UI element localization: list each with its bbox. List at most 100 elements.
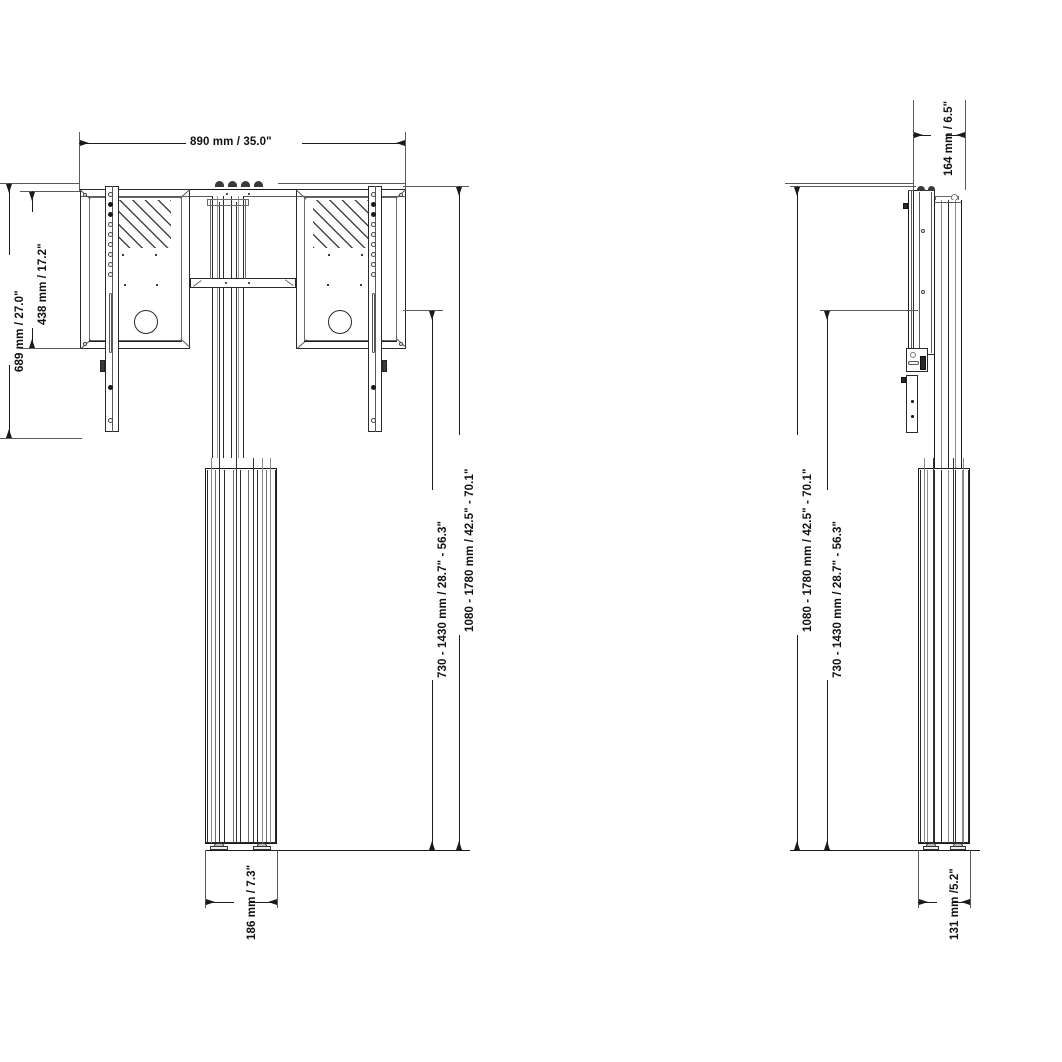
lower-column-left-edge bbox=[205, 468, 206, 843]
lower-column-top-edge bbox=[205, 468, 277, 469]
dim-label-height-lower-front: 730 - 1430 mm / 28.7" - 56.3" bbox=[437, 520, 449, 678]
side-top-boss-1 bbox=[917, 186, 925, 191]
right-plate-mark-1 bbox=[328, 254, 330, 256]
brace-hole-1 bbox=[225, 282, 227, 284]
lower-column-guide-3 bbox=[253, 458, 254, 843]
side-column-upper-left bbox=[934, 200, 935, 470]
left-rail-hole-11 bbox=[108, 418, 113, 423]
side-carriage-slot bbox=[908, 361, 919, 365]
side-arrow-right-131 bbox=[961, 899, 970, 905]
ext-line-right-186 bbox=[277, 850, 278, 908]
side-lower-guide-3 bbox=[924, 458, 925, 843]
right-plate-mark-2 bbox=[361, 254, 363, 256]
left-rail-tab bbox=[100, 360, 105, 372]
right-rail-tab bbox=[382, 360, 387, 372]
left-display-plate bbox=[80, 189, 190, 349]
ext-line-top-730 bbox=[403, 310, 443, 311]
right-rail-hole-3 bbox=[371, 212, 376, 217]
right-rail-hole-6 bbox=[371, 242, 376, 247]
top-boss-2 bbox=[228, 181, 237, 187]
side-lower-guide-2 bbox=[953, 458, 954, 843]
right-rail-hole-10 bbox=[371, 385, 376, 390]
arrow-bot-689 bbox=[6, 429, 12, 438]
side-column-lower-profile-b bbox=[941, 470, 969, 842]
dim-label-height-lower-side: 730 - 1430 mm / 28.7" - 56.3" bbox=[832, 520, 844, 678]
left-plate-hole-bl bbox=[83, 342, 87, 346]
side-ext-line-top-1080 bbox=[790, 186, 916, 187]
side-dim-label-bg-1080 bbox=[790, 435, 805, 635]
left-plate-hole-tl bbox=[83, 193, 87, 197]
right-rail-hole-11 bbox=[371, 418, 376, 423]
dim-label-bg-730 bbox=[425, 490, 440, 680]
right-plate-mark-4 bbox=[360, 284, 362, 286]
side-lower-left-edge bbox=[918, 468, 919, 843]
right-plate-bottom-flange bbox=[304, 341, 397, 342]
top-boss-4 bbox=[254, 181, 263, 187]
side-wall-rail-inner bbox=[911, 190, 912, 360]
side-rail-top-cap bbox=[908, 190, 914, 191]
left-rail-hole-9 bbox=[108, 272, 113, 277]
arrow-top-438 bbox=[29, 192, 35, 201]
side-arrow-bot-730 bbox=[824, 841, 830, 850]
side-lower-right-edge bbox=[969, 468, 970, 843]
lower-column-guide-5 bbox=[262, 458, 263, 843]
dim-label-height-total-front: 1080 - 1780 mm / 42.5" - 70.1" bbox=[464, 468, 476, 632]
dim-label-bg-1080 bbox=[452, 435, 467, 635]
side-arrow-bot-1080 bbox=[794, 841, 800, 850]
arrow-bot-438 bbox=[29, 339, 35, 348]
side-strip-hole-1 bbox=[911, 400, 914, 403]
side-lower-guide-1 bbox=[933, 458, 934, 843]
side-lower-top-edge bbox=[918, 468, 970, 469]
right-plate-hole-tr bbox=[399, 193, 403, 197]
right-rail-hole-8 bbox=[371, 262, 376, 267]
dim-label-bg-164 bbox=[931, 100, 946, 180]
lower-column-right-edge bbox=[276, 468, 277, 843]
top-boss-dot-1 bbox=[226, 193, 228, 195]
right-display-plate-inner bbox=[304, 197, 397, 341]
ext-line-bot-689 bbox=[0, 438, 82, 439]
ext-line-left-890 bbox=[79, 132, 80, 192]
side-bracket-inner-line bbox=[919, 192, 920, 353]
dim-label-depth-top: 164 mm / 6.5" bbox=[943, 100, 955, 176]
column-upper-frame bbox=[210, 199, 246, 279]
side-ext-line-top-730 bbox=[820, 310, 918, 311]
right-rail-hole-2 bbox=[371, 202, 376, 207]
left-rail-hole-6 bbox=[108, 242, 113, 247]
dim-label-base-width: 186 mm / 7.3" bbox=[246, 864, 258, 940]
arrow-bot-730 bbox=[429, 841, 435, 850]
lift-column-upper bbox=[212, 196, 244, 458]
right-plate-cutout-circle bbox=[328, 310, 352, 334]
right-plate-hole-br bbox=[399, 342, 403, 346]
side-strip-hole-2 bbox=[911, 415, 914, 418]
left-rail-slot bbox=[109, 293, 112, 353]
column-guide-2 bbox=[236, 202, 237, 458]
ext-line-right-890 bbox=[405, 132, 406, 194]
arrow-right-164 bbox=[956, 132, 965, 138]
base-foot-left bbox=[210, 843, 228, 850]
side-base-foot-left bbox=[923, 843, 939, 850]
dim-label-width-top: 890 mm / 35.0" bbox=[190, 136, 272, 148]
right-display-plate bbox=[296, 189, 406, 349]
dim-label-bg-438 bbox=[25, 212, 40, 328]
left-rail-hole-3 bbox=[108, 212, 113, 217]
ext-line-top-438 bbox=[20, 191, 82, 192]
left-plate-cutout-circle bbox=[134, 310, 158, 334]
side-dim-label-bg-131 bbox=[937, 862, 952, 942]
mount-top-edge bbox=[80, 189, 406, 190]
right-plate-hatch bbox=[313, 200, 368, 248]
dim-label-base-depth: 131 mm /5.2" bbox=[949, 868, 961, 940]
left-rail-hole-8 bbox=[108, 262, 113, 267]
side-strip-tab bbox=[901, 377, 906, 383]
lift-column-lower-profile-a bbox=[207, 470, 243, 842]
side-wall-rail bbox=[908, 190, 909, 360]
dim-label-height-inner-left: 438 mm / 17.2" bbox=[37, 243, 49, 325]
base-foot-right bbox=[253, 843, 271, 850]
top-boss-dot-2 bbox=[248, 193, 250, 195]
ext-line-left-186 bbox=[205, 850, 206, 908]
left-plate-bottom-flange bbox=[89, 341, 182, 342]
right-rail-centerline bbox=[375, 186, 376, 432]
side-top-boss-2 bbox=[928, 186, 935, 191]
side-lower-mount-strip bbox=[906, 375, 918, 433]
side-base-foot-right bbox=[950, 843, 966, 850]
